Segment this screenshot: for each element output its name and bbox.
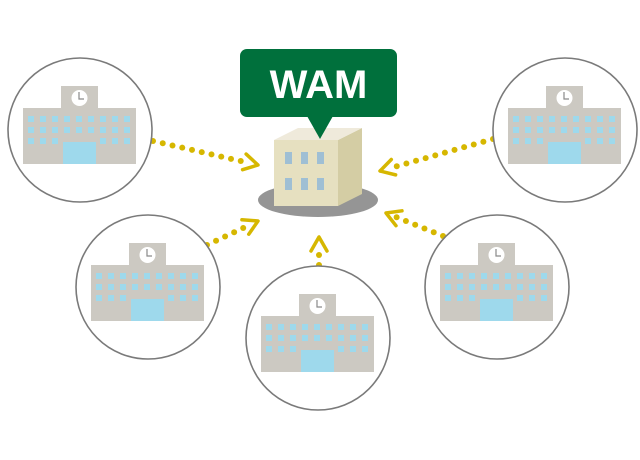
- door: [131, 299, 164, 321]
- arrow-dot: [451, 146, 458, 153]
- door: [301, 350, 334, 372]
- arrow-head-icon: [384, 209, 404, 228]
- arrow-dot: [179, 144, 186, 151]
- arrow-dot: [461, 144, 468, 151]
- school-top-right: [492, 57, 638, 203]
- arrow-dot: [441, 149, 448, 156]
- arrow-dot: [227, 155, 234, 162]
- arrow-dot: [218, 153, 225, 160]
- edges: [150, 136, 496, 268]
- school-building-icon: [440, 243, 553, 321]
- hub-building-icon: [274, 128, 362, 206]
- door: [548, 142, 581, 164]
- arrow-dot: [198, 149, 205, 156]
- arrow-dot: [422, 155, 429, 162]
- wam-callout: WAM: [240, 49, 397, 139]
- arrow-dot: [412, 221, 419, 228]
- arrow-head-icon: [240, 152, 260, 172]
- arrow-dot: [222, 233, 229, 240]
- arrow-head-icon: [378, 157, 398, 177]
- wam-hub: WAM: [240, 49, 397, 217]
- arrow-dot: [316, 252, 322, 258]
- arrow-dot: [413, 157, 420, 164]
- arrow-dot: [432, 152, 439, 159]
- arrow-dot: [213, 237, 220, 244]
- arrow-dot: [188, 146, 195, 153]
- arrow-dot: [231, 229, 238, 236]
- arrow-dot: [237, 158, 244, 165]
- arrow-dot: [208, 151, 215, 158]
- arrow-dot: [240, 224, 247, 231]
- arrow-dot: [480, 138, 487, 145]
- arrow-dot: [430, 229, 437, 236]
- arrow-dot: [421, 225, 428, 232]
- school-building-icon: [23, 86, 136, 164]
- dotted-arrow-school-top-left: [150, 138, 260, 172]
- school-bottom-center: [245, 265, 391, 411]
- school-top-left: [7, 57, 153, 203]
- wam-label: WAM: [270, 63, 368, 107]
- dotted-arrow-school-mid-left: [204, 217, 260, 248]
- school-building-icon: [261, 294, 374, 372]
- arrow-dot: [393, 163, 400, 170]
- arrow-dot: [403, 160, 410, 167]
- dotted-arrow-school-top-right: [378, 136, 496, 177]
- arrow-dot: [402, 218, 409, 225]
- arrow-dot: [393, 214, 400, 221]
- dotted-arrow-school-mid-right: [384, 209, 446, 239]
- arrow-dot: [159, 140, 166, 147]
- school-mid-left: [75, 214, 221, 360]
- school-building-icon: [91, 243, 204, 321]
- school-mid-right: [424, 214, 570, 360]
- school-building-icon: [508, 86, 621, 164]
- school-nodes: [7, 57, 638, 411]
- arrow-dot: [470, 141, 477, 148]
- arrow-head-icon: [240, 217, 260, 236]
- arrow-head-icon: [309, 235, 329, 253]
- door: [480, 299, 513, 321]
- arrow-dot: [169, 142, 176, 149]
- door: [63, 142, 96, 164]
- dotted-arrow-school-bottom-center: [309, 235, 329, 268]
